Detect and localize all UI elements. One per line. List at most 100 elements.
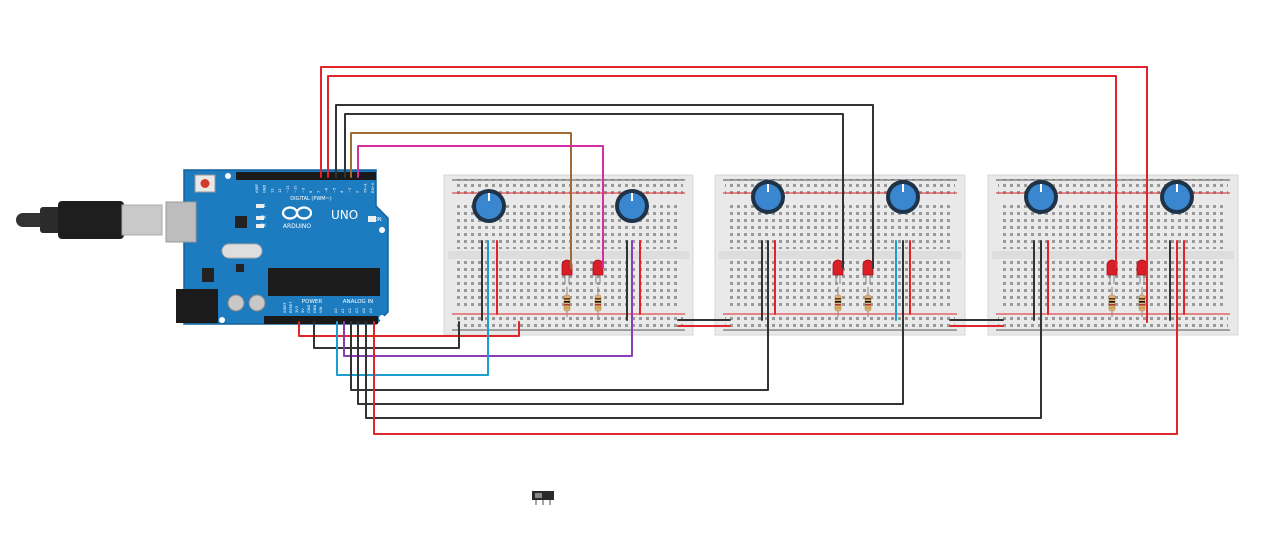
pin-label: ~5 (332, 188, 336, 193)
resistor-band (865, 307, 871, 309)
pin-label: GND (263, 185, 267, 193)
wire-black[interactable] (335, 104, 874, 269)
digital-header-label: DIGITAL (PWM~) (290, 196, 332, 202)
pin-label: ~9 (301, 187, 305, 193)
pin-label: 2 (356, 191, 360, 193)
potentiometer-knob (1028, 184, 1054, 210)
wire-cyan[interactable] (336, 240, 489, 376)
red-led[interactable] (832, 259, 844, 284)
resistor-band (595, 304, 601, 306)
potentiometer[interactable] (615, 189, 649, 223)
wire-pink[interactable] (357, 145, 604, 269)
resistor-band (595, 301, 601, 303)
potentiometer[interactable] (1160, 180, 1194, 214)
pin-label: GND (313, 305, 317, 313)
capacitor (227, 294, 245, 312)
resistor[interactable] (563, 287, 571, 317)
resistor-band (564, 301, 570, 303)
potentiometer[interactable] (1024, 180, 1058, 214)
wire-black[interactable] (365, 240, 1042, 419)
analog-in-label: ANALOG IN (343, 299, 374, 305)
resistor[interactable] (1108, 287, 1116, 317)
pin-label: RESET (289, 301, 293, 313)
infinity-logo-icon (281, 206, 313, 220)
model-label: UNO (331, 208, 358, 222)
wire-black[interactable] (313, 321, 460, 349)
pin-label: A4 (362, 308, 366, 313)
wire-brown[interactable] (350, 132, 572, 269)
pin-label: A2 (348, 308, 352, 313)
power-rail-bottom (454, 313, 683, 331)
wire-red[interactable] (373, 240, 1178, 435)
potentiometer-knob (755, 184, 781, 210)
resistor-band (595, 298, 601, 300)
resistor-band (564, 298, 570, 300)
wire-black[interactable] (357, 240, 904, 405)
pin-label: AREF (255, 184, 259, 193)
resistor[interactable] (834, 287, 842, 317)
potentiometer-knob (476, 193, 502, 219)
arduino-uno-board[interactable]: DIGITAL (PWM~) POWER ANALOG IN ARDUINO U… (165, 169, 389, 325)
pin-label: 7 (317, 191, 321, 193)
on-led-label: ON (374, 217, 382, 223)
led-lens (592, 259, 604, 276)
wire-black[interactable] (344, 113, 844, 269)
led-lens (832, 259, 844, 276)
pin-label: ~6 (325, 187, 329, 193)
atmega-chip (268, 268, 380, 296)
capacitor (248, 294, 266, 312)
potentiometer-knob (890, 184, 916, 210)
resistor-band (1109, 301, 1115, 303)
resistor-band (865, 304, 871, 306)
pin-label: ~3 (348, 188, 352, 193)
pin-label: TX→1 (363, 183, 367, 194)
resistor[interactable] (594, 287, 602, 317)
tx-led-label: TX (260, 215, 266, 220)
pin-label: ~10 (294, 185, 298, 193)
resistor-band (1139, 298, 1145, 300)
pin-label: 8 (309, 190, 313, 193)
pin-label: VIN (319, 306, 323, 313)
resistor-band (865, 298, 871, 300)
center-channel (448, 251, 689, 259)
pin-label: 4 (340, 190, 344, 193)
power-rail-bottom (725, 313, 955, 331)
wire-red[interactable] (320, 66, 1148, 323)
red-led[interactable] (561, 259, 573, 284)
potentiometer[interactable] (751, 180, 785, 214)
resistor-band (1109, 298, 1115, 300)
wire-red[interactable] (298, 321, 520, 337)
pin-label: A0 (334, 308, 338, 313)
potentiometer[interactable] (472, 189, 506, 223)
resistor[interactable] (864, 287, 872, 317)
pin-label: A1 (341, 308, 345, 313)
pin-label: 13 (270, 188, 274, 193)
resistor-band (564, 307, 570, 309)
resistor-band (865, 301, 871, 303)
led-lens (1136, 259, 1148, 276)
resistor-band (1109, 307, 1115, 309)
resistor-band (1109, 304, 1115, 306)
usb-cable (16, 201, 163, 239)
power-analog-header (264, 316, 378, 324)
center-channel (992, 251, 1234, 259)
pin-label: 3V3 (295, 306, 299, 313)
wire-black[interactable] (350, 240, 769, 391)
potentiometer[interactable] (886, 180, 920, 214)
resistor[interactable] (1138, 287, 1146, 317)
l-led-label: L (264, 203, 267, 208)
slide-switch[interactable] (532, 491, 554, 505)
resistor-band (835, 301, 841, 303)
wire-red[interactable] (327, 75, 1117, 269)
resistor-band (595, 307, 601, 309)
pin-label: A5 (369, 308, 373, 313)
rx-led-label: RX (260, 223, 266, 228)
power-label: POWER (302, 299, 323, 305)
pin-label: 12 (278, 188, 282, 193)
resistor-band (835, 304, 841, 306)
resistor-band (1139, 304, 1145, 306)
red-led[interactable] (862, 259, 874, 284)
pin-label: A3 (355, 308, 359, 313)
